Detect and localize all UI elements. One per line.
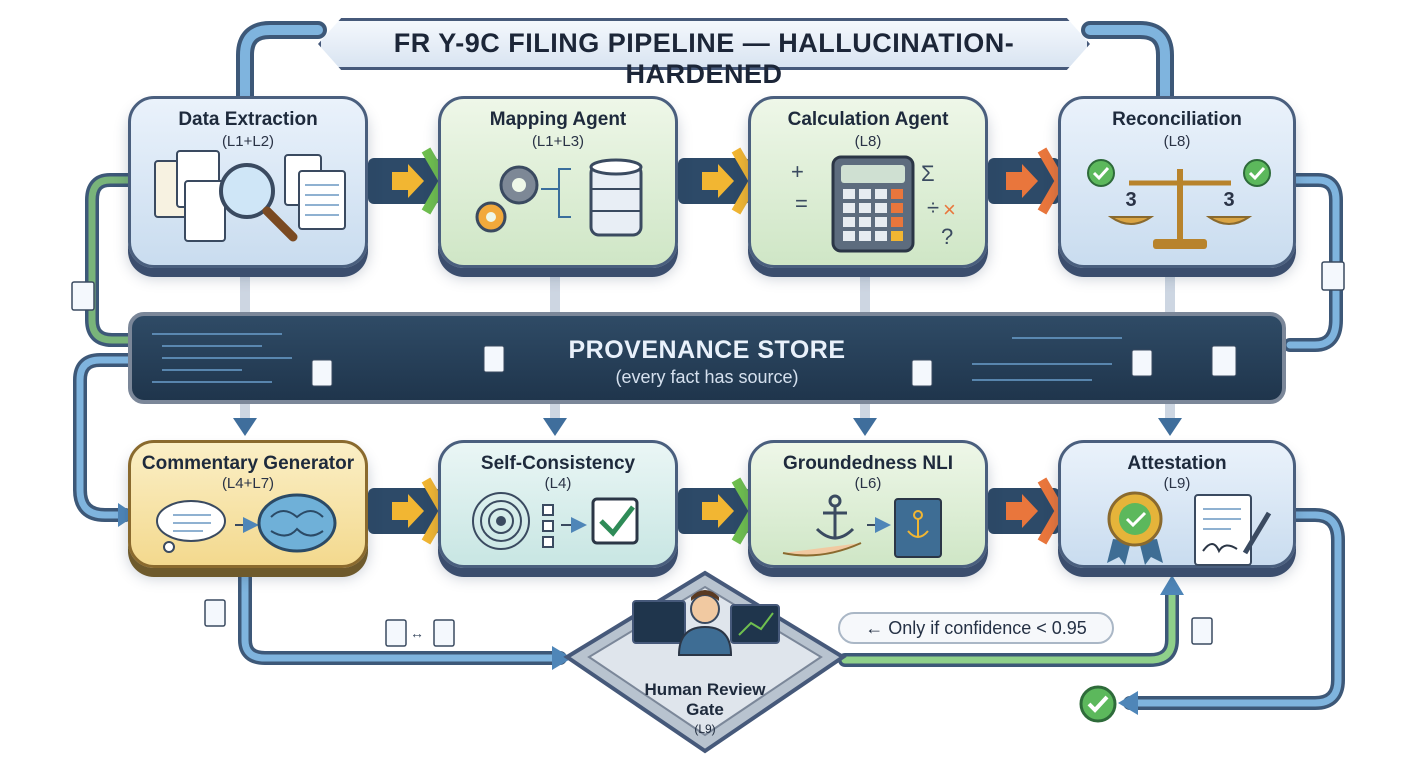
stage-layer: (L8) <box>854 133 882 150</box>
checkbox-icon <box>542 504 554 548</box>
gate-title: Human Review <box>644 680 766 699</box>
svg-text:+: + <box>791 159 804 184</box>
thought-bubble-icon <box>156 500 226 553</box>
magnifier-icon <box>219 163 298 242</box>
stage-self-consistency[interactable]: Self-Consistency (L4) <box>438 440 678 568</box>
human-review-gate[interactable] <box>555 565 855 765</box>
calculator-icon <box>831 155 915 253</box>
loop-arrowheads <box>118 503 1184 715</box>
math-symbols: + = Σ ÷ ×? <box>791 159 956 249</box>
target-icon <box>472 492 530 550</box>
groundedness-illustration <box>782 494 942 558</box>
attestation-illustration <box>1107 491 1272 566</box>
stage-groundedness-nli[interactable]: Groundedness NLI (L6) <box>748 440 988 568</box>
anchor-icon <box>815 494 855 540</box>
stage-mapping-agent[interactable]: Mapping Agent (L1+L3) <box>438 96 678 268</box>
provenance-subtitle: (every fact has source) <box>615 367 799 387</box>
consistency-illustration <box>472 492 639 550</box>
check-circle-icon <box>1079 685 1117 723</box>
document-stack-icon <box>311 345 1237 387</box>
stage-title: Calculation Agent <box>787 109 949 130</box>
hand-icon <box>782 542 862 557</box>
gate-layer: (L9) <box>694 722 716 736</box>
scale-icon <box>1087 159 1271 249</box>
svg-text:?: ? <box>941 224 953 249</box>
reconciliation-left-value: 3 <box>1125 189 1137 211</box>
stage-layer: (L4+L7) <box>221 475 275 492</box>
svg-text:÷: ÷ <box>927 195 939 220</box>
extraction-illustration <box>154 150 346 242</box>
database-icon <box>589 158 643 237</box>
signed-document-icon <box>1194 494 1272 566</box>
code-texture <box>152 333 1237 387</box>
stage-layer: (L8) <box>1163 133 1191 150</box>
stage-layer: (L4) <box>544 475 572 492</box>
confidence-note: ← Only if confidence < 0.95 <box>838 612 1114 644</box>
stage-commentary-generator[interactable]: Commentary Generator (L4+L7) <box>128 440 368 568</box>
stage-title: Reconciliation <box>1112 109 1242 130</box>
stage-layer: (L9) <box>1163 475 1191 492</box>
drop-arrows <box>233 418 1182 436</box>
book-icon <box>894 498 942 558</box>
stage-attestation[interactable]: Attestation (L9) <box>1058 440 1296 568</box>
monitor-icon <box>730 604 780 644</box>
stage-layer: (L6) <box>854 475 882 492</box>
calculation-illustration: + = Σ ÷ ×? <box>791 155 956 253</box>
stage-title: Commentary Generator <box>141 453 355 474</box>
provenance-store[interactable] <box>128 312 1286 404</box>
document-stack-icon <box>154 150 346 242</box>
svg-text:=: = <box>795 191 808 216</box>
medal-icon <box>1107 491 1163 565</box>
operator-icon <box>677 590 733 656</box>
stage-reconciliation[interactable]: Reconciliation (L8) 3 3 <box>1058 96 1296 268</box>
title-banner <box>318 18 1090 70</box>
page-title: FR Y-9C FILING PIPELINE — HALLUCINATION-… <box>393 28 1015 89</box>
stage-title: Data Extraction <box>178 109 318 130</box>
stage-title: Self-Consistency <box>480 453 636 474</box>
stage-layer: (L1+L3) <box>531 133 585 150</box>
mapping-illustration <box>475 158 643 237</box>
side-pipes <box>73 173 1345 710</box>
check-circle-icon <box>591 497 639 545</box>
brain-icon <box>257 493 337 553</box>
svg-text:×: × <box>943 197 956 222</box>
stage-title: Mapping Agent <box>489 109 627 130</box>
stage-layer: (L1+L2) <box>221 133 275 150</box>
provenance-title: PROVENANCE STORE <box>568 336 846 364</box>
gate-title-2: Gate <box>686 700 724 719</box>
stage-title: Attestation <box>1127 453 1227 474</box>
check-circle-icon <box>1092 166 1110 181</box>
svg-text:Σ: Σ <box>921 161 935 186</box>
stage-calculation-agent[interactable]: Calculation Agent (L8) + = Σ ÷ ×? <box>748 96 988 268</box>
stage-data-extraction[interactable]: Data Extraction (L1+L2) <box>128 96 368 268</box>
monitor-icon <box>632 600 686 644</box>
stage-title: Groundedness NLI <box>783 453 953 474</box>
banner-pipes <box>236 21 1174 109</box>
reconciliation-right-value: 3 <box>1223 189 1235 211</box>
commentary-illustration <box>156 493 337 553</box>
gear-icon <box>475 165 539 233</box>
check-circle-icon <box>1248 166 1266 181</box>
